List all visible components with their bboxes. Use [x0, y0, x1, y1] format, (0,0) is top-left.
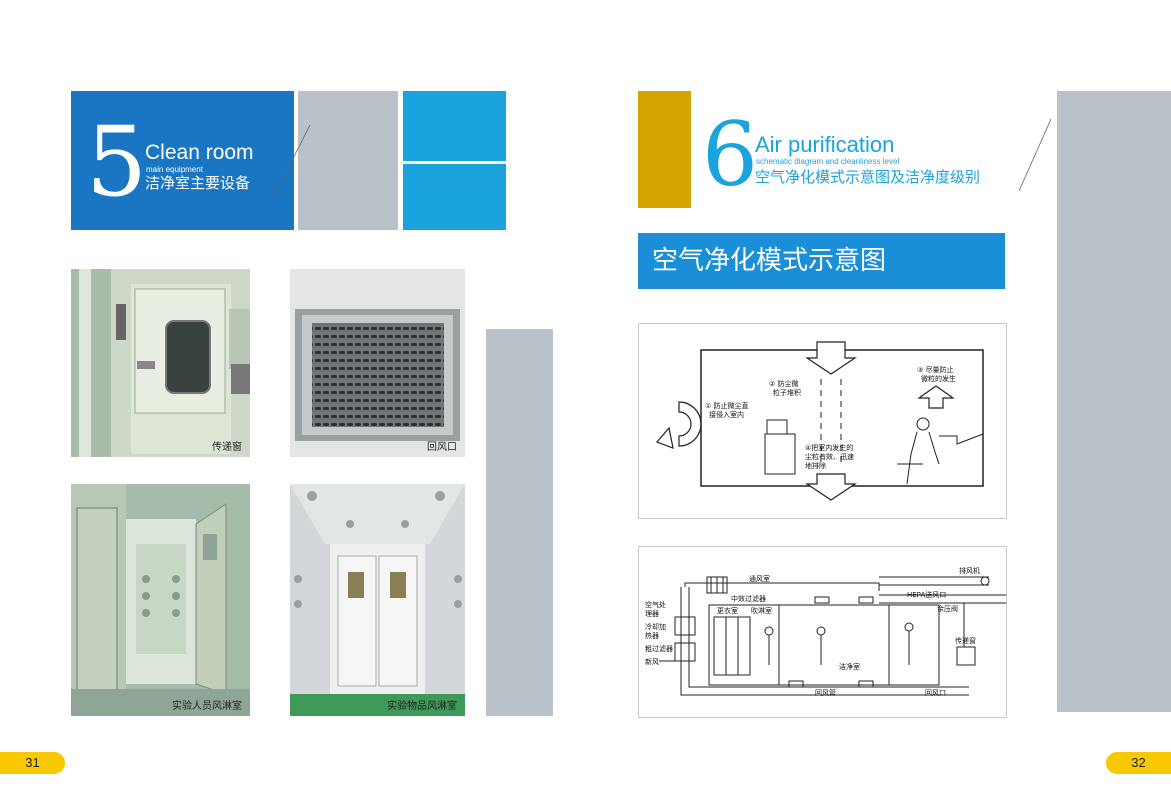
header-block-gray — [298, 91, 398, 230]
label-fresh-air: 新风 — [645, 657, 659, 666]
label-return-outlet: 回风口 — [925, 689, 946, 697]
diagram1-label-4a: ④把室内发生的 — [805, 443, 853, 452]
label-air-shower: 吹淋室 — [751, 606, 772, 615]
label-medium-filter: 中效过滤器 — [731, 594, 766, 603]
header-slash-right — [1018, 118, 1052, 192]
label-return-duct: 回风管 — [815, 688, 836, 697]
header-block-gold — [638, 91, 691, 208]
label-ahu-1: 空气处 — [645, 600, 666, 609]
photo-label: 传递窗 — [212, 442, 242, 453]
section-title: Air purification — [755, 132, 895, 157]
section-title-cn: 洁净室主要设备 — [145, 174, 251, 192]
header-block-blue — [71, 91, 294, 230]
label-coarse-filter: 粗过滤器 — [645, 644, 673, 653]
label-hepa-outlet: HEPA送风口 — [907, 590, 946, 599]
photo-return-air-vent: 回风口 — [290, 269, 465, 457]
photo-label: 回风口 — [427, 442, 457, 453]
banner-title: 空气净化模式示意图 — [652, 246, 887, 276]
diagram1-label-1a: ① 防止微尘直 — [705, 401, 749, 410]
page-number-left: 31 — [0, 752, 65, 774]
label-cooler-1: 冷却加 — [645, 622, 666, 631]
diagram1-label-3b: 微粒的发生 — [921, 374, 956, 383]
photo-label: 实验人员风淋室 — [172, 701, 242, 712]
section-subtitle: schematic diagram and cleanliness level — [756, 157, 900, 166]
section-title-cn: 空气净化模式示意图及洁净度级别 — [755, 168, 981, 186]
photo-personnel-air-shower: 实验人员风淋室 — [71, 484, 250, 716]
diagram1-label-1b: 接侵入室内 — [709, 410, 744, 419]
diagram1-label-2a: ② 防尘微 — [769, 379, 799, 388]
photo-label: 实验物品风淋室 — [387, 701, 457, 712]
label-cooler-2: 热器 — [645, 631, 659, 640]
section-number-5: 5 — [86, 106, 148, 218]
photo-goods-air-shower: 实验物品风淋室 — [290, 484, 465, 716]
diagram1-label-2b: 粒子堆积 — [773, 388, 801, 397]
label-pressure-valve: 余压阀 — [937, 604, 958, 613]
label-ventilation-room: 通风室 — [749, 574, 770, 583]
side-block-gray-right — [1057, 91, 1171, 712]
header-block-cyan-bottom — [403, 164, 506, 230]
label-ahu-2: 理器 — [645, 610, 659, 618]
diagram1-label-4c: 地排除 — [805, 461, 826, 470]
diagram1-label-4b: 尘粒有效、迅速 — [805, 452, 854, 461]
photo-pass-box: 传递窗 — [71, 269, 250, 457]
diagram-cleanroom-system: 排风机 通风室 中效过滤器 HEPA送风口 余压阀 空气处 理器 冷却加 热器 … — [638, 546, 1007, 718]
banner — [638, 233, 1005, 289]
label-pass-box: 传递窗 — [955, 636, 976, 645]
diagram-purification-modes: ① 防止微尘直 接侵入室内 ② 防尘微 粒子堆积 ③ 尽量防止 微粒的发生 ④把… — [638, 323, 1007, 519]
label-exhaust-fan: 排风机 — [959, 566, 980, 575]
header-block-cyan-top — [403, 91, 506, 161]
diagram1-label-3a: ③ 尽量防止 — [917, 365, 954, 374]
label-clean-room: 洁净室 — [839, 662, 860, 671]
page-number-right: 32 — [1106, 752, 1171, 774]
side-block-gray-middle — [486, 329, 553, 716]
section-title: Clean room — [145, 141, 254, 164]
label-changing-room: 更衣室 — [717, 606, 738, 615]
section-number-6: 6 — [702, 103, 758, 206]
section-subtitle: main equipment — [146, 165, 203, 174]
header-slash-left — [273, 124, 311, 197]
